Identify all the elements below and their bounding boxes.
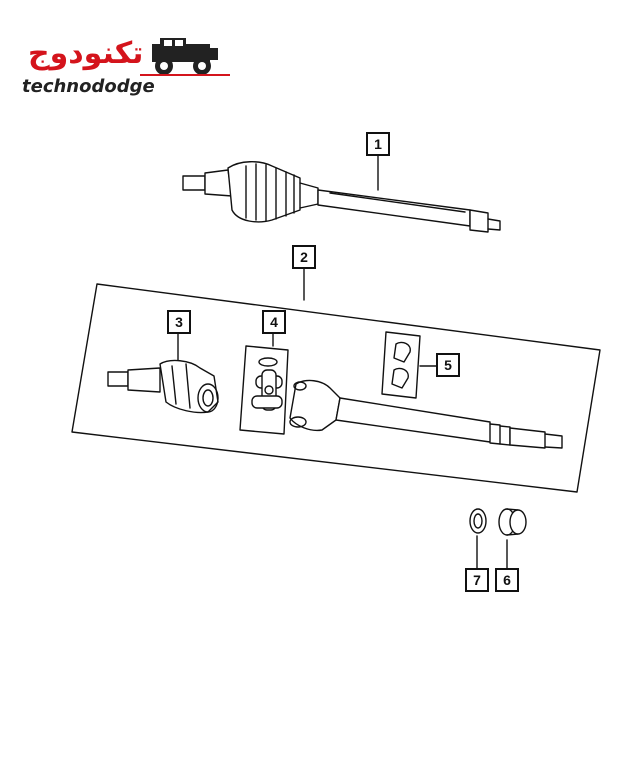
- callout-5: 5: [436, 353, 460, 377]
- bushing: [498, 508, 527, 536]
- retaining-clips: [381, 331, 421, 399]
- callout-1: 1: [366, 132, 390, 156]
- axle-shaft-assembly: [182, 161, 501, 233]
- logo-english-text: technododge: [22, 76, 155, 97]
- callout-7: 7: [465, 568, 489, 592]
- outer-yoke-shaft: [289, 379, 563, 449]
- callout-4: 4: [262, 310, 286, 334]
- assembly-frame: [71, 283, 601, 493]
- seal-ring: [469, 508, 487, 534]
- brand-logo: تكنودوج technododge: [22, 34, 230, 98]
- u-joint-kit: [239, 345, 289, 435]
- inner-yoke-shaft: [107, 359, 219, 414]
- callout-6: 6: [495, 568, 519, 592]
- jeep-icon: [140, 38, 230, 76]
- callout-3: 3: [167, 310, 191, 334]
- callout-2: 2: [292, 245, 316, 269]
- logo-arabic-text: تكنودوج: [28, 36, 144, 71]
